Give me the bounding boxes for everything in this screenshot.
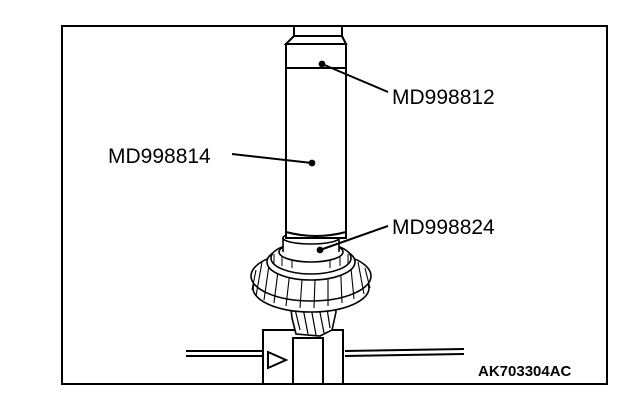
leader-lines (231, 60, 389, 254)
label-md998812: MD998812 (392, 86, 495, 109)
installer-shaft (283, 25, 348, 239)
label-md998814: MD998814 (108, 145, 211, 168)
label-md998824: MD998824 (392, 216, 495, 239)
gear-assembly (250, 231, 372, 337)
figure-code: AK703304AC (478, 363, 572, 380)
